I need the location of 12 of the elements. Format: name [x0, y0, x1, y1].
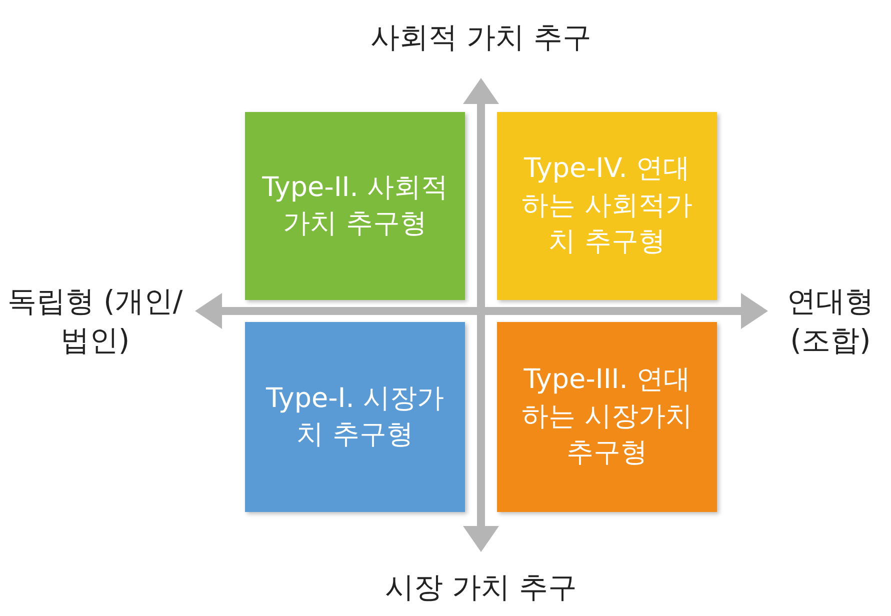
quadrant-box	[497, 322, 717, 512]
quadrant-box	[245, 322, 465, 512]
axis-label: 독립형 (개인/법인)	[6, 283, 184, 360]
axis-label: 연대형 (조합)	[786, 283, 875, 360]
quadrant-label: Type-II. 사회적가치 추구형	[261, 170, 449, 241]
quadrant-box	[497, 112, 717, 300]
axis-label: 시장 가치 추구	[384, 569, 578, 606]
axis-label: 사회적 가치 추구	[369, 19, 593, 56]
quadrant-label: Type-I. 시장가치 추구형	[264, 382, 445, 452]
quadrant-box	[245, 112, 465, 300]
quadrant-label: Type-III. 연대하는 시장가치 추구형	[520, 363, 694, 470]
quadrant-label: Type-IV. 연대하는 사회적가치 추구형	[520, 152, 694, 260]
